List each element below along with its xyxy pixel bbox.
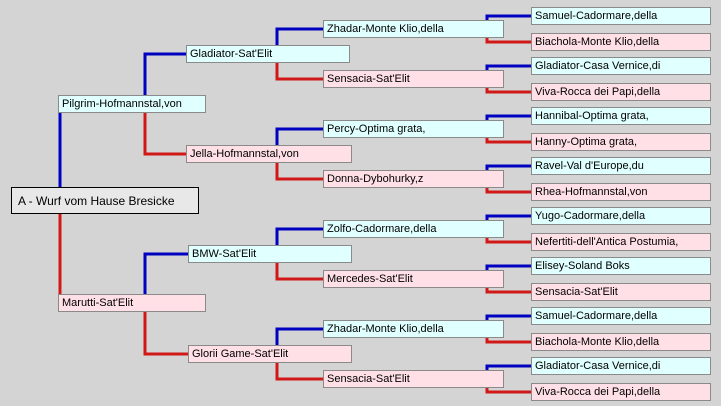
gen4-box-1[interactable]: Samuel-Cadormare,della (531, 7, 711, 25)
dam-sire-box[interactable]: BMW-Sat'Elit (188, 245, 352, 263)
connector-dss-g4-8 (485, 214, 532, 221)
connector-sire-sd (143, 112, 187, 156)
gen4-box-6[interactable]: Hanny-Optima grata, (531, 133, 711, 151)
gen4-box-9[interactable]: Yugo-Cadormare,della (531, 207, 711, 225)
connector-dsd-g4-11 (485, 288, 532, 294)
gen4-box-2[interactable]: Biachola-Monte Klio,della (531, 33, 711, 51)
gen3-dsd-box[interactable]: Mercedes-Sat'Elit (323, 270, 504, 288)
connector-dsd-g4-10 (485, 264, 532, 271)
gen4-box-3[interactable]: Gladiator-Casa Vernice,di (531, 57, 711, 75)
connector-sire-ss (143, 52, 187, 95)
connector-ddd-g4-14 (485, 364, 532, 371)
connector-dds-g4-13 (485, 338, 532, 344)
connector-sd-sds (275, 127, 324, 145)
gen4-box-5[interactable]: Hannibal-Optima grata, (531, 107, 711, 125)
connector-sds-g4-4 (485, 114, 532, 121)
gen3-ssd-box[interactable]: Sensacia-Sat'Elit (323, 70, 504, 88)
connector-sss-g4-1 (485, 38, 532, 44)
dam-box[interactable]: Marutti-Sat'Elit (58, 294, 206, 312)
connector-root-dam (58, 214, 62, 305)
connector-ds-dss (275, 227, 324, 245)
gen4-box-13[interactable]: Samuel-Cadormare,della (531, 307, 711, 325)
connector-root-sire (58, 102, 62, 187)
gen3-sdd-box[interactable]: Donna-Dybohurky,z (323, 170, 504, 188)
connector-sds-g4-5 (485, 138, 532, 144)
connector-dd-dds (275, 327, 324, 345)
connector-sss-g4-0 (485, 14, 532, 21)
dam-dam-box[interactable]: Glorii Game-Sat'Elit (188, 345, 352, 363)
gen4-box-12[interactable]: Sensacia-Sat'Elit (531, 283, 711, 301)
gen3-ddd-box[interactable]: Sensacia-Sat'Elit (323, 370, 504, 388)
gen4-box-16[interactable]: Viva-Rocca dei Papi,della (531, 383, 711, 401)
connector-ds-dsd (275, 263, 324, 281)
connector-dam-ds (143, 252, 189, 295)
connector-ssd-g4-2 (485, 64, 532, 71)
connector-dds-g4-12 (485, 314, 532, 321)
connector-ss-sss (275, 27, 324, 45)
gen4-box-11[interactable]: Elisey-Soland Boks (531, 257, 711, 275)
gen4-box-8[interactable]: Rhea-Hofmannstal,von (531, 183, 711, 201)
gen4-box-14[interactable]: Biachola-Monte Klio,della (531, 333, 711, 351)
gen4-box-4[interactable]: Viva-Rocca dei Papi,della (531, 83, 711, 101)
connector-ssd-g4-3 (485, 88, 532, 94)
litter-root-box[interactable]: A - Wurf vom Hause Bresicke (11, 187, 199, 214)
gen3-sss-box[interactable]: Zhadar-Monte Klio,della (323, 20, 504, 38)
gen4-box-10[interactable]: Nefertiti-dell'Antica Postumia, (531, 233, 711, 251)
sire-box[interactable]: Pilgrim-Hofmannstal,von (58, 95, 206, 113)
connector-dss-g4-9 (485, 238, 532, 244)
connector-sdd-g4-7 (485, 188, 532, 194)
connector-sd-sdd (275, 163, 324, 181)
gen4-box-15[interactable]: Gladiator-Casa Vernice,di (531, 357, 711, 375)
connector-ddd-g4-15 (485, 388, 532, 394)
connector-sdd-g4-6 (485, 164, 532, 171)
gen3-dds-box[interactable]: Zhadar-Monte Klio,della (323, 320, 504, 338)
connector-ss-ssd (275, 63, 324, 81)
connector-dd-ddd (275, 363, 324, 381)
connector-dam-dd (143, 312, 189, 356)
sire-dam-box[interactable]: Jella-Hofmannstal,von (186, 145, 352, 163)
gen3-sds-box[interactable]: Percy-Optima grata, (323, 120, 504, 138)
sire-sire-box[interactable]: Gladiator-Sat'Elit (186, 45, 350, 63)
gen3-dss-box[interactable]: Zolfo-Cadormare,della (323, 220, 504, 238)
gen4-box-7[interactable]: Ravel-Val d'Europe,du (531, 157, 711, 175)
